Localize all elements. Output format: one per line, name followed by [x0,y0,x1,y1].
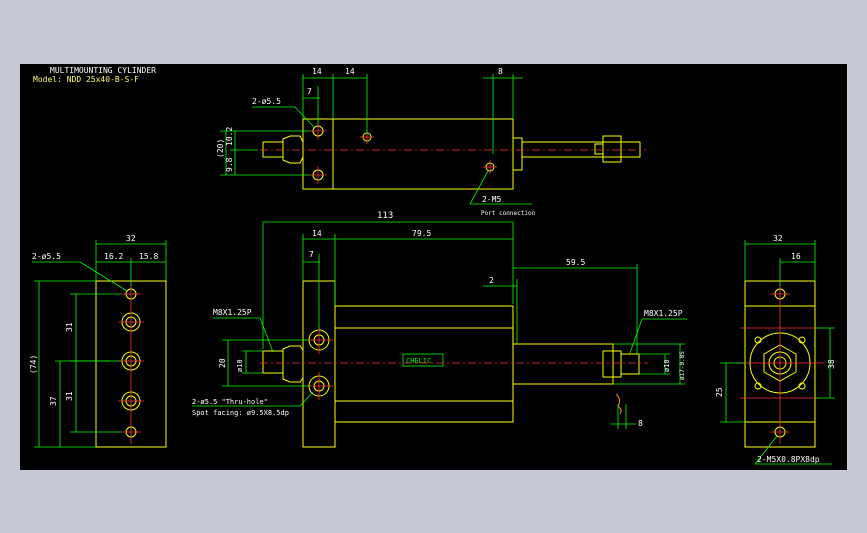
left-dim-32: 32 [126,234,136,243]
cad-drawing: .y { stroke:#ffff00; fill:none; stroke-w… [29,66,836,465]
top-left-stub [262,141,284,158]
front-thread-left: M8X1.25P [213,308,252,317]
left-dim-31a: 31 [65,322,74,332]
right-thread-label: 2-M5X0.8PX8dp [757,455,820,464]
top-dim-7: 7 [307,87,312,96]
front-right-nut [602,350,622,378]
top-rod [521,141,641,158]
front-left-nut [282,345,304,383]
top-dim-14b: 14 [345,67,355,76]
left-dim-16-2: 16.2 [104,252,123,261]
chelic-logo: CHELIC [406,357,431,365]
right-dim-25: 25 [715,387,724,397]
front-dim-113: 113 [377,211,393,221]
model-label: Model: NDD 25x40-B-S-F [33,75,139,84]
front-dim-59-5: 59.5 [566,258,585,267]
front-rod [512,343,614,385]
front-left-stub [262,350,284,374]
front-dim-8: 8 [638,419,643,428]
left-dim-74: (74) [29,355,38,374]
front-dim-phi10-left: ø10 [236,359,244,372]
top-right-nut [602,135,622,163]
right-dim-32: 32 [773,234,783,243]
front-dim-14: 14 [312,229,322,238]
front-dim-phi10-right: ø10 [663,359,671,372]
left-dim-15-8: 15.8 [139,252,158,261]
top-dim-14a: 14 [312,67,322,76]
top-dim-20: (20) [216,139,225,158]
drawing-canvas[interactable]: .y { stroke:#ffff00; fill:none; stroke-w… [20,64,847,470]
top-endcap [512,137,523,171]
top-port-note: Port connection [481,210,536,217]
front-view: CHELIC 113 14 79.5 7 2 59.5 M8X1.25P M8X… [192,211,687,448]
top-dim-10-2: 10.2 [225,127,234,146]
drawing-title: MULTIMOUNTING CYLINDER [50,66,156,75]
top-left-nut [282,135,304,164]
front-dim-2: 2 [489,276,494,285]
top-body [332,118,514,190]
front-dim-20: 20 [218,358,227,368]
right-dim-38: 38 [827,359,836,369]
top-dim-9-8: 9.8 [225,157,234,172]
left-end-view: 32 16.2 15.8 2-ø5.5 (74) 31 31 37 [29,234,167,448]
front-dim-phi17: ø17-0.05 [679,351,686,380]
left-dim-31b: 31 [65,391,74,401]
right-end-view: 32 16 38 25 2-M5X0.8PX8dp [715,234,836,465]
front-dim-79-5: 79.5 [412,229,431,238]
front-thread-right: M8X1.25P [644,309,683,318]
right-dim-16: 16 [791,252,801,261]
top-dim-8: 8 [498,67,503,76]
top-hole-label: 2-ø5.5 [252,97,281,106]
chelic-logo-box [402,353,444,367]
left-dim-37: 37 [49,396,58,406]
top-view: 14 14 8 7 2-ø5.5 (20) 10.2 9.8 2-M5 Port… [216,67,646,217]
front-dim-7: 7 [309,250,314,259]
top-port-label: 2-M5 [482,195,501,204]
front-spot-facing: Spot facing: ø9.5X8.5dp [192,409,289,417]
left-hole-label: 2-ø5.5 [32,252,61,261]
front-hole-label: 2-ø5.5 "Thru-hole" [192,398,268,406]
